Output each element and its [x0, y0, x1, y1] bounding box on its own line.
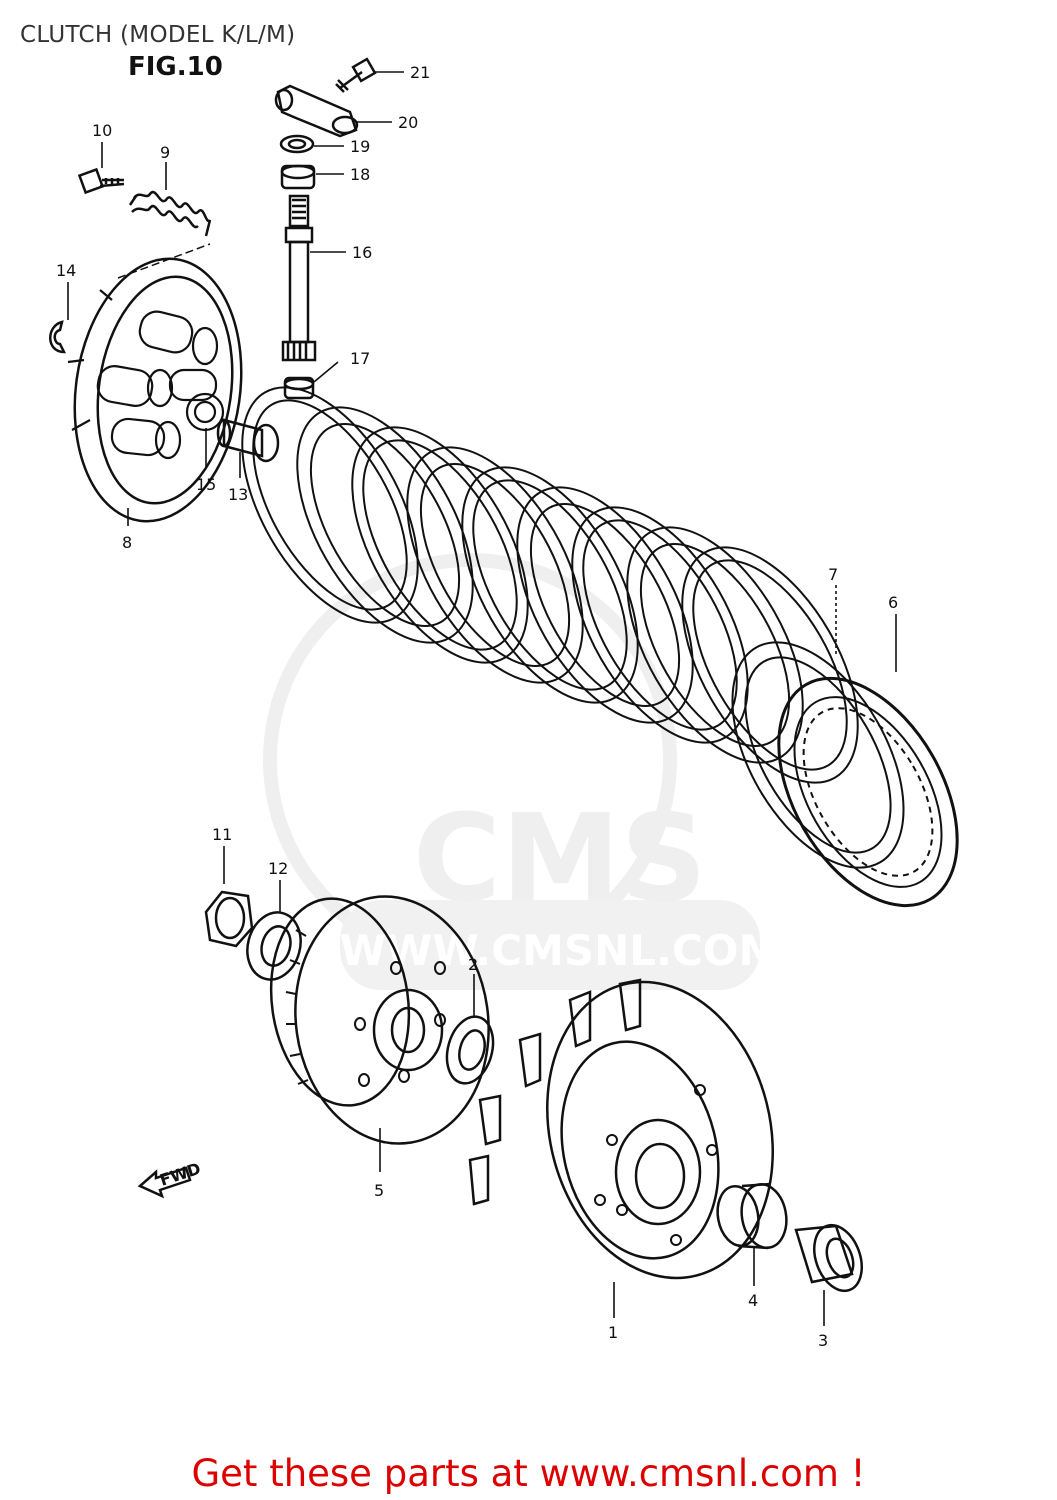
- thrust-washer: [445, 1015, 495, 1085]
- callout-18: 18: [350, 165, 370, 184]
- clutch-spring: [128, 190, 212, 237]
- callout-13: 13: [228, 485, 248, 504]
- spacer-sleeve: [794, 1223, 863, 1293]
- callout-labels: 21 20 19 18 16 17 10 9 14 15 13 8 7 6 11…: [56, 63, 898, 1350]
- push-piece: [216, 418, 280, 463]
- clutch-nut: [204, 890, 254, 948]
- callout-17: 17: [350, 349, 370, 368]
- watermark-brand: CMS: [413, 790, 707, 929]
- callout-2: 2: [468, 955, 478, 974]
- callout-7: 7: [828, 565, 838, 584]
- callout-14: 14: [56, 261, 76, 280]
- callout-11: 11: [212, 825, 232, 844]
- callout-15: 15: [196, 475, 216, 494]
- housing-needle-bearing: [716, 1182, 788, 1250]
- callout-5: 5: [374, 1181, 384, 1200]
- clutch-sleeve-hub: [269, 895, 490, 1145]
- callout-20: 20: [398, 113, 418, 132]
- callout-9: 9: [160, 143, 170, 162]
- callout-6: 6: [888, 593, 898, 612]
- callout-8: 8: [122, 533, 132, 552]
- forward-arrow-icon: FWD: [137, 1159, 203, 1199]
- clutch-housing: [468, 978, 774, 1280]
- forward-arrow-label: FWD: [157, 1159, 203, 1190]
- needle-bearing-upper: [280, 164, 316, 190]
- callout-1: 1: [608, 1323, 618, 1342]
- oil-seal: [279, 134, 315, 154]
- callout-4: 4: [748, 1291, 758, 1310]
- figure-label: FIG.10: [128, 52, 223, 82]
- get-parts-link[interactable]: Get these parts at www.cmsnl.com !: [191, 1452, 866, 1495]
- callout-16: 16: [352, 243, 372, 262]
- callout-19: 19: [350, 137, 370, 156]
- release-arm: [274, 84, 359, 138]
- clutch-plate-stack: [241, 386, 959, 908]
- watermark-site: WWW.CMSNL.COM: [340, 926, 781, 975]
- callout-3: 3: [818, 1331, 828, 1350]
- callout-21: 21: [410, 63, 430, 82]
- release-shaft: [281, 194, 317, 362]
- callout-12: 12: [268, 859, 288, 878]
- callout-10: 10: [92, 121, 112, 140]
- callout-leaders: [67, 71, 897, 1326]
- lock-washer: [246, 911, 302, 981]
- page-title: CLUTCH (MODEL K/L/M): [20, 22, 296, 48]
- circlip: [49, 320, 67, 354]
- pressure-plate-bolt: [77, 167, 125, 195]
- pressure-plate: [67, 257, 243, 523]
- arm-bolt: [335, 57, 377, 93]
